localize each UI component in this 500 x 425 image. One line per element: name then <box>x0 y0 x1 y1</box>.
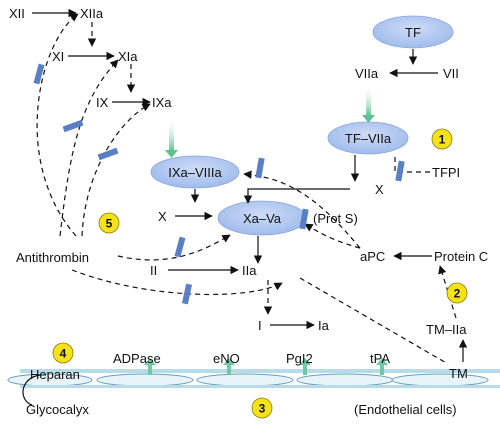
svg-text:3: 3 <box>259 402 266 416</box>
tf-label: TF <box>405 25 421 40</box>
apc-label: aPC <box>360 249 385 264</box>
factor-i-label: I <box>258 318 262 333</box>
svg-text:2: 2 <box>454 287 461 301</box>
badge-5: 5 <box>98 212 120 234</box>
viia-activation-arrow <box>366 84 371 116</box>
antithrombin-label: Antithrombin <box>16 250 89 265</box>
factor-ia-label: Ia <box>318 318 330 333</box>
factor-xiia-label: XIIa <box>80 6 104 21</box>
ixa-viiia-label: IXa–VIIIa <box>168 165 222 180</box>
svg-text:4: 4 <box>60 347 67 361</box>
protein-c-label: Protein C <box>434 249 488 264</box>
xa-va-label: Xa–Va <box>243 211 282 226</box>
factor-vii-label: VII <box>443 66 459 81</box>
factor-viia-label: VIIa <box>355 66 379 81</box>
ixa-viiia-ellipse <box>150 155 240 189</box>
endothelium <box>7 358 500 388</box>
factor-ii-label: II <box>150 263 157 278</box>
factor-iia-label: IIa <box>242 263 257 278</box>
tf-viia-label: TF–VIIa <box>345 131 392 146</box>
factor-xia-label: XIa <box>118 49 138 64</box>
protein-s-label: (Prot S) <box>313 211 358 226</box>
tm-label: TM <box>449 366 468 381</box>
tfpi-label: TFPI <box>432 165 460 180</box>
heparan-label: Heparan <box>30 367 80 382</box>
svg-text:1: 1 <box>439 133 446 147</box>
tf-viia-ellipse <box>327 121 409 155</box>
eno-label: eNO <box>213 351 240 366</box>
inhibitor-bars <box>33 63 405 305</box>
secretion-arrows <box>144 358 388 375</box>
glycocalyx-label: Glycocalyx <box>26 402 89 417</box>
badge-1: 1 <box>431 128 453 150</box>
factor-xii-label: XII <box>9 6 25 21</box>
pgi2-label: PgI2 <box>286 351 313 366</box>
tm-iia-label: TM–IIa <box>426 322 467 337</box>
badge-2: 2 <box>446 282 468 304</box>
tpa-label: tPA <box>370 351 390 366</box>
dashed-arrows <box>36 13 457 365</box>
solid-arrows <box>22 8 468 406</box>
factor-x-left-label: X <box>158 209 167 224</box>
adpase-label: ADPase <box>113 351 161 366</box>
factor-ix-label: IX <box>96 95 109 110</box>
factor-xi-label: XI <box>52 49 64 64</box>
endothelial-cells-label: (Endothelial cells) <box>354 402 457 417</box>
factor-ixa-label: IXa <box>152 95 172 110</box>
svg-text:5: 5 <box>106 217 113 231</box>
factor-x-right-label: X <box>375 182 384 197</box>
badge-3: 3 <box>251 397 273 419</box>
badge-4: 4 <box>52 342 74 364</box>
tf-ellipse <box>372 15 454 49</box>
ixa-activation-arrow <box>169 117 174 151</box>
